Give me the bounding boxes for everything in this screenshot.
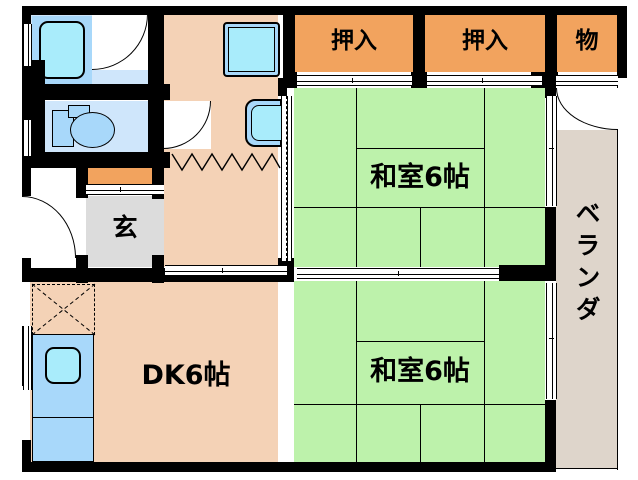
room-washitsu-bottom <box>294 281 545 462</box>
door-handle-tick <box>120 187 121 192</box>
sliding-door-hallway-dk[interactable] <box>165 265 287 276</box>
wall-closet-divider-left <box>283 6 295 86</box>
partition-zigzag-icon <box>171 152 281 172</box>
shoe-box-door[interactable] <box>86 184 164 195</box>
wall-between-washitsu-right <box>499 265 545 281</box>
bathtub-fixture <box>39 21 85 79</box>
door-handle-tick <box>398 271 399 276</box>
wall-mono-right <box>617 6 627 78</box>
storage-mono <box>557 14 617 72</box>
tatami-seam <box>356 148 484 149</box>
tatami-seam <box>420 207 421 267</box>
wall-right-seg1 <box>545 78 556 98</box>
tatami-seam <box>356 207 484 208</box>
washing-machine-drum <box>228 27 275 72</box>
tatami-seam <box>420 404 421 462</box>
kitchen-counter-seam <box>32 417 94 418</box>
shoji-glass-line <box>286 96 287 261</box>
storage-mono-label: 物 <box>575 28 599 54</box>
door-handle-tick <box>482 78 483 83</box>
door-handle-tick <box>549 338 554 339</box>
tatami-seam <box>356 341 484 342</box>
window-dk-left[interactable] <box>23 326 32 390</box>
closet-left <box>294 14 414 72</box>
door-handle-tick <box>352 78 353 83</box>
closet-right-fusuma[interactable] <box>427 75 542 86</box>
veranda-glass-door-top[interactable] <box>546 96 557 206</box>
wall-mono-bottom <box>545 72 558 80</box>
wall-bathroom-left-stub <box>31 60 45 100</box>
wall-exterior-left-bottom2 <box>22 440 31 472</box>
tatami-seam <box>294 404 545 405</box>
wall-toilet-right <box>148 100 164 168</box>
veranda-outline-right <box>617 70 618 470</box>
veranda-glass-door-bottom[interactable] <box>546 283 557 399</box>
wall-exterior-top <box>22 6 618 15</box>
upper-cabinet-cross-icon <box>31 283 96 336</box>
wall-mono-left <box>545 6 557 78</box>
tatami-seam <box>356 88 357 267</box>
wall-closet-bottom-mid <box>411 72 427 88</box>
wall-right-seg2 <box>545 207 556 281</box>
wall-toilet-bottom <box>22 152 170 168</box>
wall-genkan-left <box>76 168 88 198</box>
window-bathroom-left[interactable] <box>23 24 32 66</box>
wall-bathroom-right <box>148 6 164 100</box>
veranda-outline-bottom <box>556 468 618 469</box>
genkan-label: 玄 <box>112 213 138 242</box>
wall-hallway-washitsu <box>278 78 287 96</box>
room-washitsu-top <box>294 88 545 267</box>
room-veranda <box>556 88 618 468</box>
wall-exterior-bottom <box>22 462 556 472</box>
washbasin-bowl <box>251 105 282 141</box>
washitsu-top-label: 和室6帖 <box>370 162 470 193</box>
tatami-seam <box>484 281 485 462</box>
room-genkan <box>86 196 164 267</box>
door-handle-tick <box>222 268 223 273</box>
wall-closet-divider-mid <box>413 6 425 86</box>
closet-left-fusuma[interactable] <box>297 75 412 86</box>
veranda-label: ベランダ <box>572 200 601 328</box>
closet-right-label: 押入 <box>462 28 508 54</box>
door-handle-tick <box>549 148 554 149</box>
mono-door[interactable] <box>556 75 618 86</box>
wall-right-seg3 <box>545 400 556 472</box>
toilet-bowl <box>70 112 115 148</box>
shoe-box <box>86 167 164 184</box>
closet-left-label: 押入 <box>331 28 377 54</box>
wall-bathroom-bottom <box>22 84 170 100</box>
closet-right <box>425 14 545 72</box>
upper-cabinet <box>32 284 95 335</box>
tatami-seam <box>356 281 357 462</box>
dk-label: DK6帖 <box>141 360 231 391</box>
tatami-seam <box>484 88 485 267</box>
kitchen-sink-fixture <box>45 347 81 384</box>
window-toilet-left[interactable] <box>23 120 32 156</box>
washitsu-bottom-label: 和室6帖 <box>370 356 470 387</box>
